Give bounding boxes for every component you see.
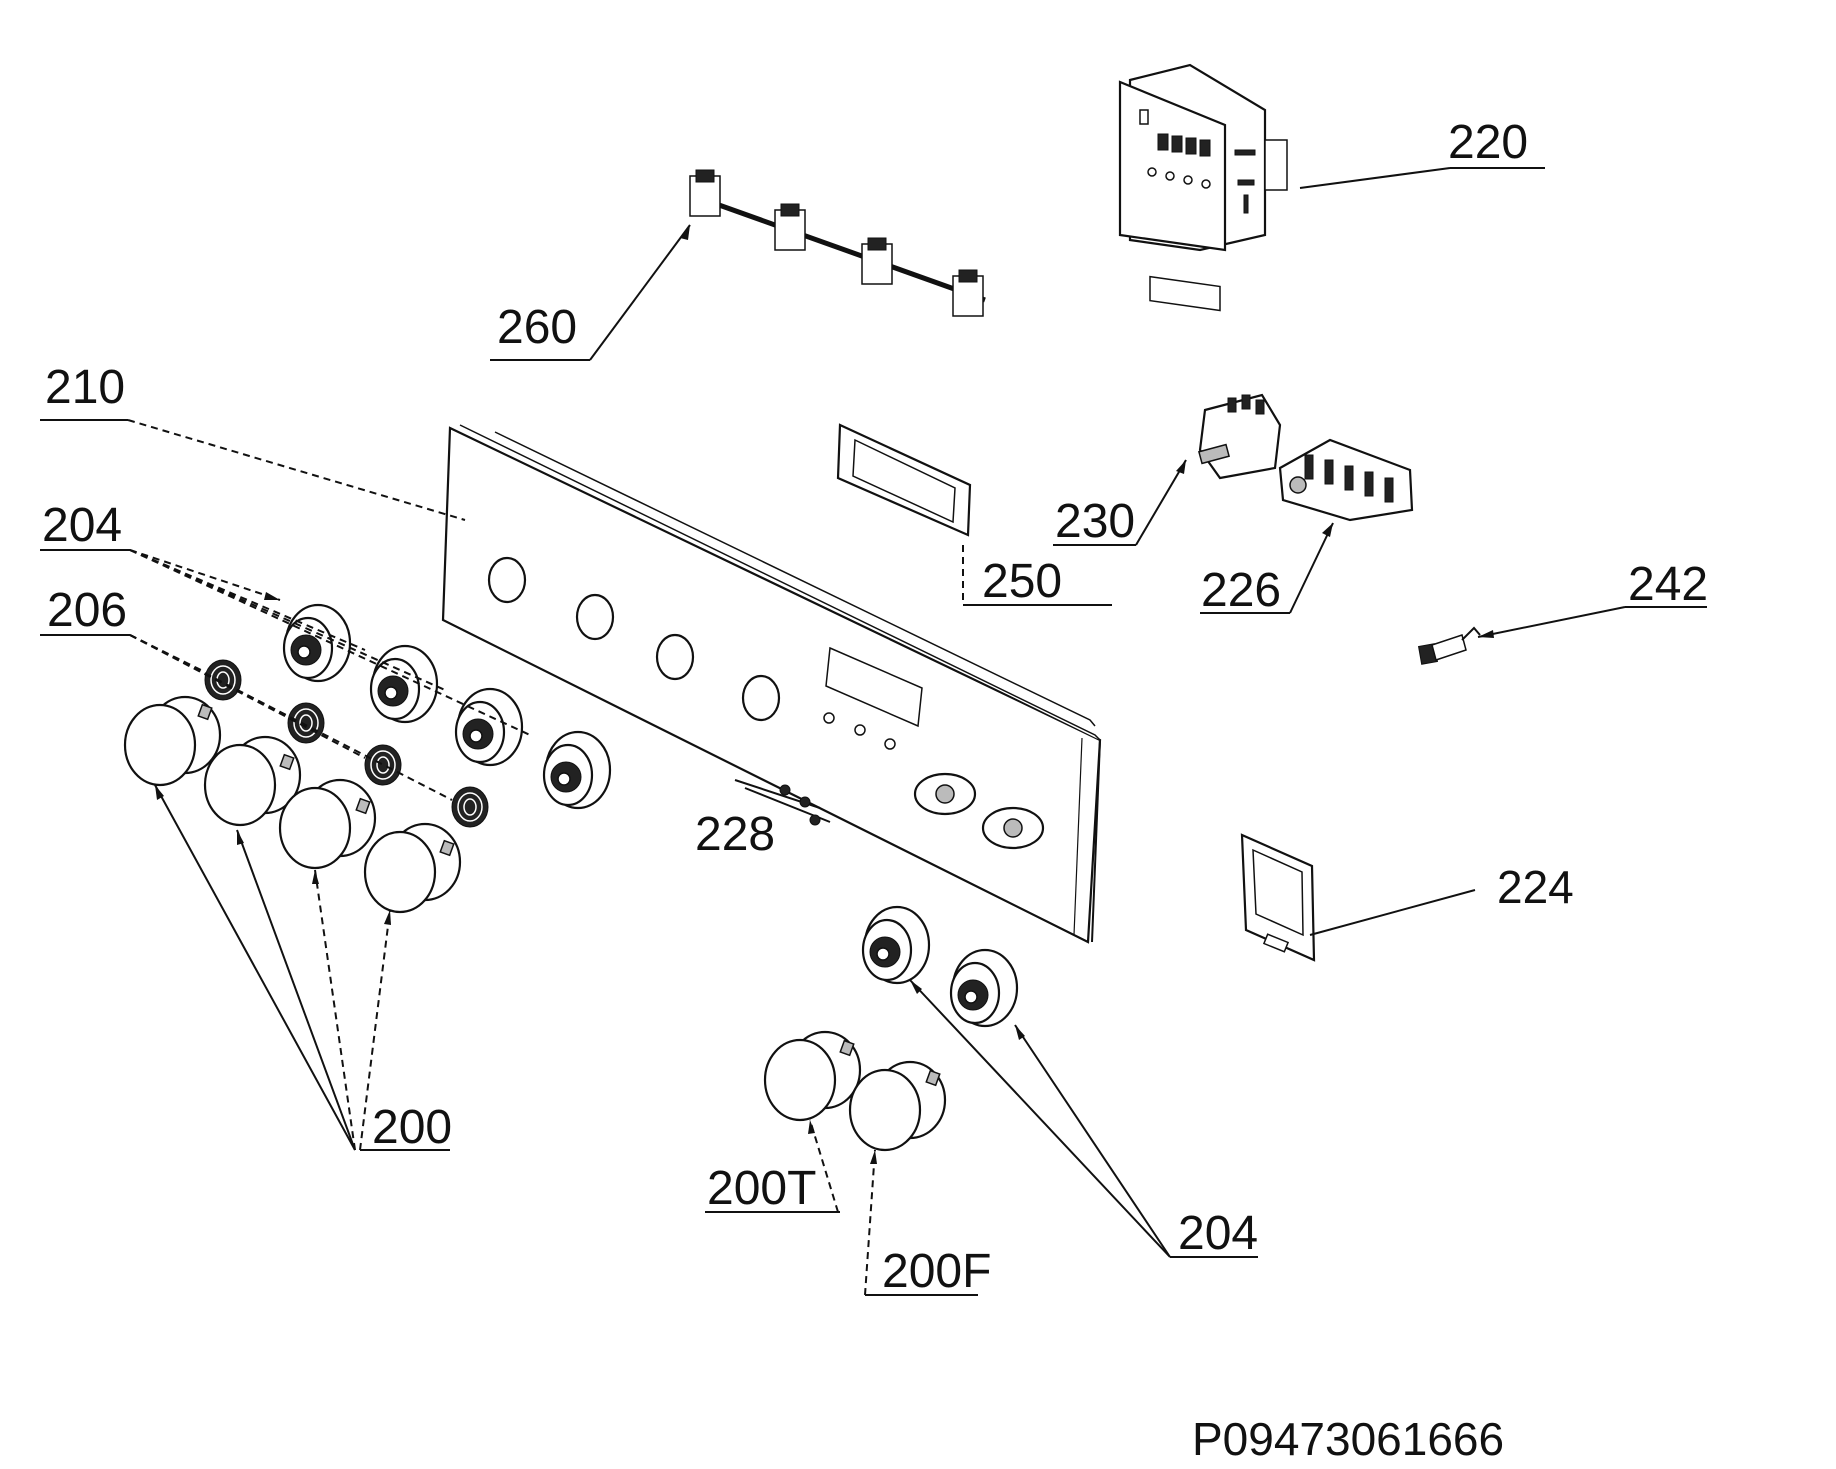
part-220-timer-module <box>1118 63 1288 312</box>
drawing-number: P09473061666 <box>1192 1413 1504 1465</box>
part-200F-knob <box>848 1060 947 1152</box>
part-204-bezels-bottom <box>861 905 1019 1028</box>
leader-200 <box>154 784 391 1151</box>
part-230-switch <box>1198 393 1282 480</box>
part-210-control-panel <box>441 424 1102 944</box>
leader-204-top <box>129 549 531 736</box>
leader-260 <box>589 224 691 361</box>
label-250: 250 <box>982 555 1062 608</box>
leader-220 <box>1299 167 1451 189</box>
label-200: 200 <box>372 1101 452 1154</box>
leader-204-bottom <box>909 979 1171 1258</box>
part-250-display-window <box>836 423 972 537</box>
label-242: 242 <box>1628 558 1708 611</box>
label-200F: 200F <box>882 1245 991 1298</box>
part-228-screws <box>734 779 831 826</box>
leader-226 <box>1289 522 1334 614</box>
leader-206 <box>129 634 453 801</box>
part-206-springs <box>204 659 489 828</box>
label-230: 230 <box>1055 495 1135 548</box>
label-226: 226 <box>1201 564 1281 617</box>
label-200T: 200T <box>707 1162 816 1215</box>
label-220: 220 <box>1448 116 1528 169</box>
leader-200F <box>864 1149 876 1296</box>
part-200-knobs <box>123 695 462 914</box>
label-228: 228 <box>695 808 775 861</box>
part-260-ignition-switch-bar <box>689 169 986 317</box>
label-204-bottom: 204 <box>1178 1207 1258 1260</box>
leader-242 <box>1477 606 1626 638</box>
leader-230 <box>1135 459 1187 546</box>
label-204-top: 204 <box>42 499 122 552</box>
label-224: 224 <box>1497 861 1574 913</box>
label-260: 260 <box>497 301 577 354</box>
part-200T-knob <box>763 1030 862 1122</box>
part-242-small-component <box>1417 626 1481 665</box>
panel-oval-buttons <box>913 772 1045 850</box>
leader-224 <box>1309 889 1476 936</box>
part-224-label-plate <box>1240 833 1316 962</box>
part-226-selector-switch <box>1278 438 1414 522</box>
label-210: 210 <box>45 361 125 414</box>
leader-200T <box>809 1119 839 1213</box>
leader-210 <box>127 419 466 521</box>
label-206: 206 <box>47 584 127 637</box>
